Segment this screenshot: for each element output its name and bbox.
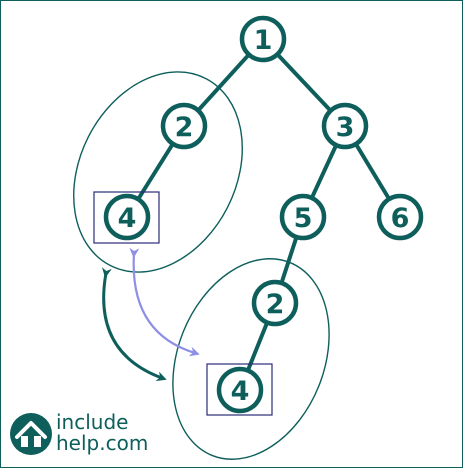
tree-node-circle [279,193,327,241]
tree-node-label: 6 [391,203,410,234]
includehelp-logo: include help.com [10,410,148,455]
tree-node-label: 1 [254,25,273,56]
tree-node-label: 5 [294,203,313,234]
tree-node-n8: 4 [216,366,264,414]
tree-node-n7: 2 [251,279,299,327]
tree-node-label: 4 [231,376,250,407]
tree-node-circle [160,102,208,150]
tree-node-n3: 3 [321,102,369,150]
tree-node-n1: 1 [239,15,287,63]
logo-text-include: include [56,410,128,434]
tree-node-circle [216,366,264,414]
tree-edges [125,37,402,392]
tree-node-label: 2 [266,289,285,320]
tree-node-label: 4 [118,203,137,234]
tree-node-circle [103,193,151,241]
tree-nodes: 1 2 3 4 5 6 2 4 [103,15,424,414]
subtree-ellipse-left [73,71,243,273]
house-icon [10,413,52,455]
tree-node-n5: 5 [279,193,327,241]
tree-node-n2: 2 [160,102,208,150]
subtree-ellipse-right [172,258,330,460]
tree-node-circle [376,193,424,241]
arrow-dark [101,267,167,381]
tree-node-n6: 6 [376,193,424,241]
tree-node-label: 3 [336,112,355,143]
logo-text-help: help.com [56,431,148,455]
duplicate-box-left [93,191,160,244]
tree-node-circle [239,15,287,63]
arrow-light [129,247,200,357]
tree-node-circle [251,279,299,327]
duplicate-box-right [206,363,273,416]
tree-node-circle [321,102,369,150]
tree-node-n4: 4 [103,193,151,241]
tree-node-label: 2 [175,112,194,143]
